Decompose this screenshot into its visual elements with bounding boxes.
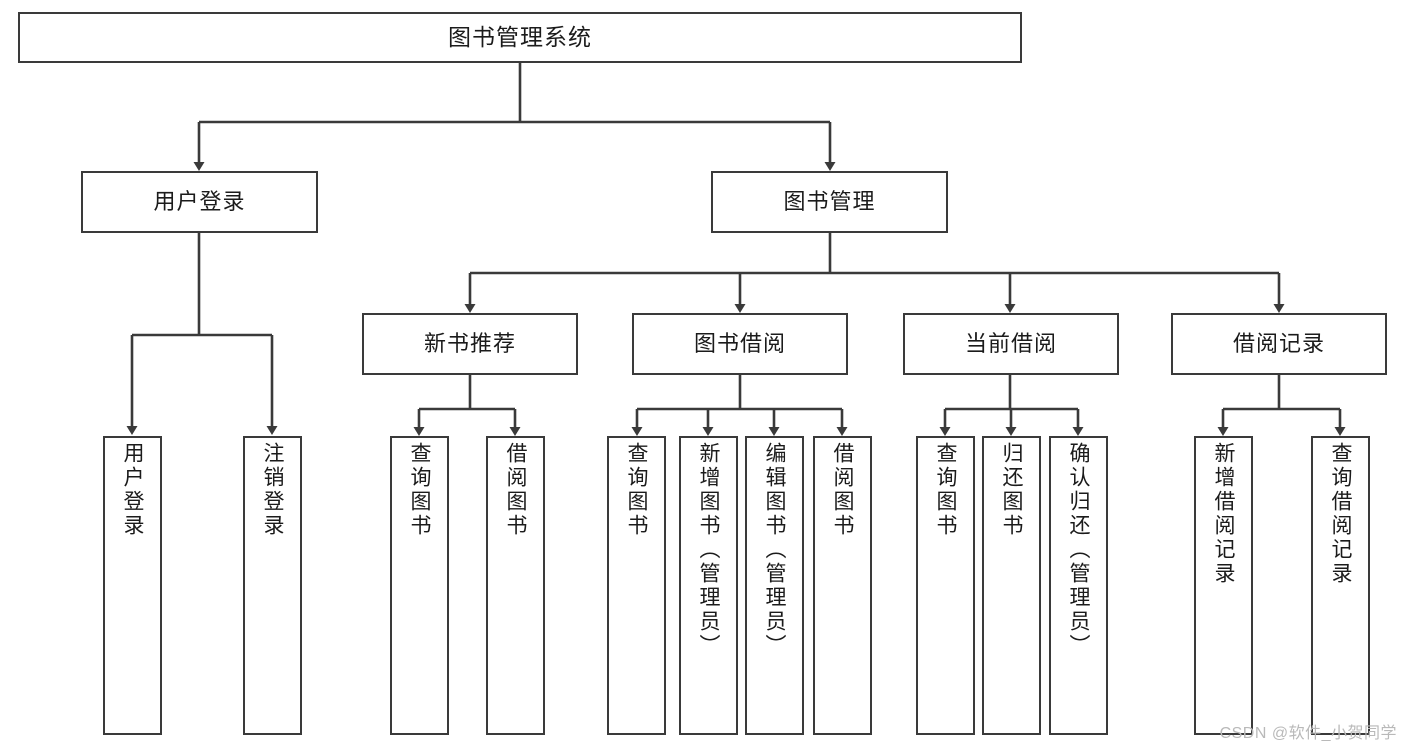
node-root-book-management-system[interactable]: 图书管理系统 [18,12,1022,63]
watermark-csdn: CSDN @软件_小贺同学 [1219,725,1397,742]
node-leaf-borrow-book[interactable]: 借阅图书 [813,436,872,735]
node-book-management[interactable]: 图书管理 [711,171,948,233]
node-label: 查询图书 [934,442,957,538]
node-label: 借阅记录 [1232,331,1325,357]
node-label: 编辑图书（管理员） [763,442,786,658]
node-label: 归还图书 [1000,442,1023,538]
node-leaf-confirm-return-admin[interactable]: 确认归还（管理员） [1049,436,1108,735]
node-label: 查询借阅记录 [1329,442,1352,586]
node-label: 借阅图书 [831,442,854,538]
node-label: 新增图书（管理员） [697,442,720,658]
node-leaf-query-borrow-record[interactable]: 查询借阅记录 [1311,436,1370,735]
node-label: 查询图书 [408,442,431,538]
node-leaf-return-book[interactable]: 归还图书 [982,436,1041,735]
node-current-borrow[interactable]: 当前借阅 [903,313,1119,375]
node-label: 图书管理系统 [448,24,592,51]
node-label: 查询图书 [625,442,648,538]
node-label: 用户登录 [153,189,246,215]
node-label: 当前借阅 [964,331,1057,357]
node-label: 确认归还（管理员） [1067,442,1090,658]
node-borrow-record[interactable]: 借阅记录 [1171,313,1387,375]
node-leaf-add-borrow-record[interactable]: 新增借阅记录 [1194,436,1253,735]
node-label: 图书借阅 [693,331,786,357]
node-label: 图书管理 [783,189,876,215]
node-label: 借阅图书 [504,442,527,538]
node-label: 新书推荐 [423,331,516,357]
node-user-login[interactable]: 用户登录 [81,171,318,233]
node-label: 用户登录 [121,442,144,538]
node-label: 新增借阅记录 [1212,442,1235,586]
node-new-book-recommend[interactable]: 新书推荐 [362,313,578,375]
node-leaf-add-book-admin[interactable]: 新增图书（管理员） [679,436,738,735]
node-book-borrow[interactable]: 图书借阅 [632,313,848,375]
node-leaf-edit-book-admin[interactable]: 编辑图书（管理员） [745,436,804,735]
node-label: 注销登录 [261,442,284,538]
node-leaf-query-book-recommend[interactable]: 查询图书 [390,436,449,735]
node-leaf-query-book-current[interactable]: 查询图书 [916,436,975,735]
node-leaf-query-book-borrow[interactable]: 查询图书 [607,436,666,735]
node-leaf-user-login[interactable]: 用户登录 [103,436,162,735]
node-leaf-logout[interactable]: 注销登录 [243,436,302,735]
node-leaf-borrow-book-recommend[interactable]: 借阅图书 [486,436,545,735]
